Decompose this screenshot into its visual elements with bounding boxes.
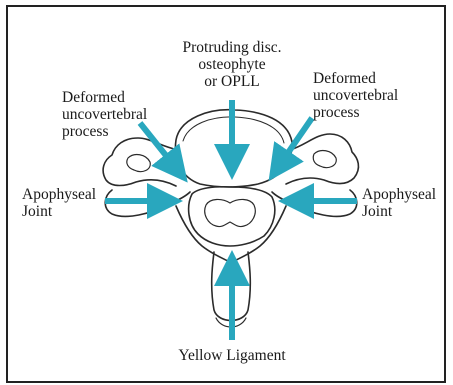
- label-apophyseal-joint-left: Apophyseal Joint: [22, 186, 96, 220]
- left-lamina: [176, 206, 230, 262]
- label-text: osteophyte: [176, 56, 288, 73]
- label-deformed-uncovertebral-left: Deformed uncovertebral process: [62, 89, 147, 140]
- left-transverse-process: [103, 138, 178, 186]
- right-lamina: [232, 206, 286, 262]
- right-transverse-foramen: [313, 151, 336, 168]
- label-text: or OPLL: [176, 73, 288, 90]
- spinal-cord: [205, 199, 256, 226]
- label-text: uncovertebral: [313, 87, 398, 104]
- label-text: Protruding disc.: [176, 39, 288, 56]
- label-text: Apophyseal: [22, 186, 96, 203]
- label-text: Joint: [362, 203, 436, 220]
- label-text: process: [62, 123, 147, 140]
- label-text: Yellow Ligament: [156, 347, 308, 364]
- label-protruding-disc: Protruding disc. osteophyte or OPLL: [176, 39, 288, 90]
- label-deformed-uncovertebral-right: Deformed uncovertebral process: [313, 70, 398, 121]
- label-text: uncovertebral: [62, 106, 147, 123]
- label-text: Joint: [22, 203, 96, 220]
- label-text: Apophyseal: [362, 186, 436, 203]
- label-text: Deformed: [62, 89, 147, 106]
- label-apophyseal-joint-right: Apophyseal Joint: [362, 186, 436, 220]
- left-transverse-foramen: [127, 155, 150, 172]
- spinal-canal: [189, 187, 275, 246]
- label-text: Deformed: [313, 70, 398, 87]
- arrow-deformed-uncovertebral-right: [272, 118, 312, 176]
- label-yellow-ligament: Yellow Ligament: [156, 347, 308, 364]
- label-text: process: [313, 104, 398, 121]
